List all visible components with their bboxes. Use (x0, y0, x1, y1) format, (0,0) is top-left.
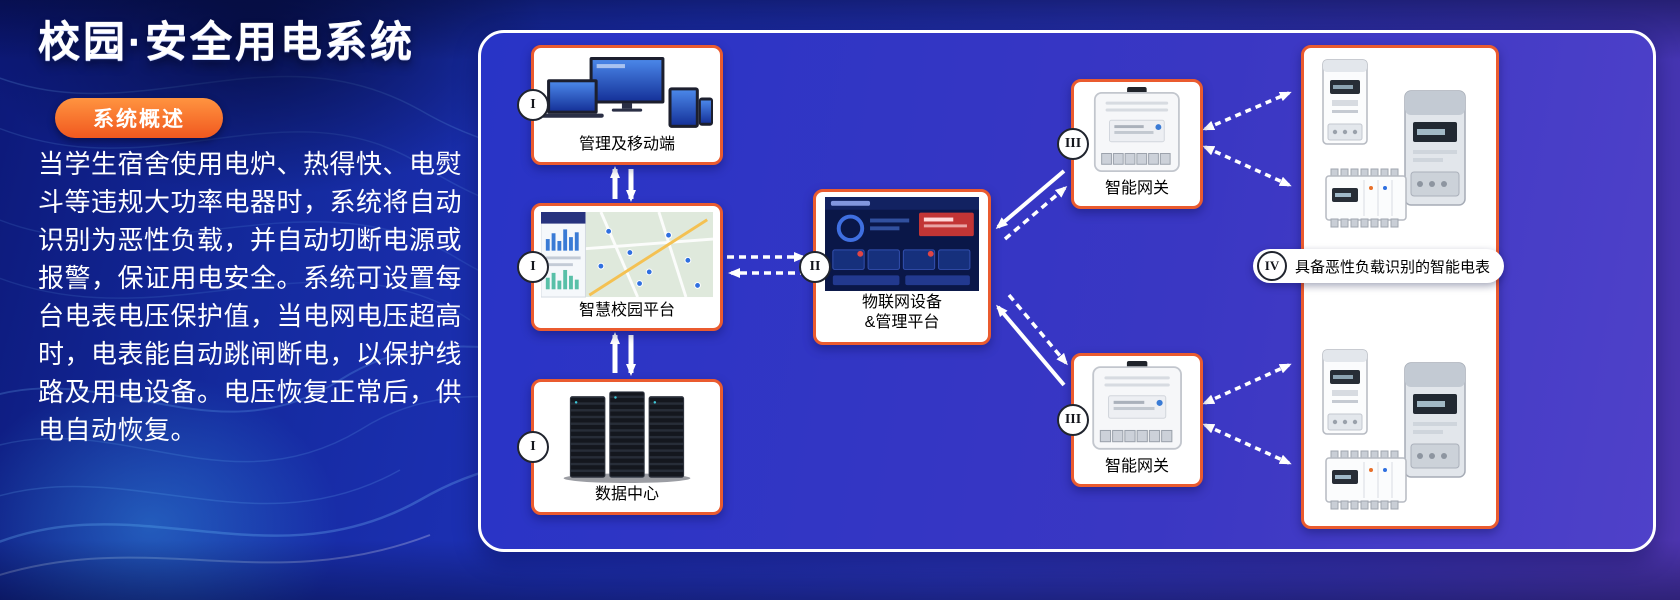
smart-meter-icon (1324, 448, 1408, 512)
node-label-iot-line1: 物联网设备 (861, 294, 942, 311)
diagram-panel: I 管理及移动端 (478, 30, 1656, 552)
page-title: 校园·安全用电系统 (38, 18, 415, 65)
description-text: 当学生宿舍使用电炉、热得快、电熨斗等违规大功率电器时，系统将自动识别为恶性负载，… (38, 150, 463, 445)
numeral-badge-2: I (517, 251, 549, 283)
numeral-badge-3: I (517, 431, 549, 463)
din-rail-gateway-icon (1074, 82, 1200, 177)
node-gateway-bottom: III 智能网关 (1057, 353, 1203, 487)
smart-meter-icon (1324, 166, 1408, 230)
iot-dashboard-icon (816, 192, 988, 291)
numeral-badge-1: I (517, 89, 549, 121)
smart-meter-icon (1320, 58, 1370, 146)
node-iot-platform: II (799, 189, 991, 345)
node-label-iot-line2: &管理平台 (864, 314, 940, 331)
map-dashboard-icon (534, 206, 720, 299)
node-label-platform: 智慧校园平台 (578, 302, 675, 319)
din-rail-gateway-icon (1074, 356, 1200, 455)
server-racks-icon (534, 382, 720, 483)
smart-meter-icon (1402, 88, 1468, 208)
node-label-gateway-top: 智能网关 (1104, 180, 1169, 197)
numeral-badge-7: IV (1257, 251, 1287, 281)
node-gateway-top: III 智能网关 (1057, 79, 1203, 209)
smart-meter-icon (1402, 360, 1468, 480)
node-label-gateway-bottom: 智能网关 (1104, 458, 1169, 475)
meters-caption: IV 具备恶性负载识别的智能电表 (1253, 249, 1505, 283)
node-datacenter: I 数据中心 (517, 379, 723, 515)
node-label-iot: 物联网设备 &管理平台 (860, 291, 944, 342)
overview-badge: 系统概述 (55, 98, 223, 138)
meters-caption-label: 具备恶性负载识别的智能电表 (1295, 258, 1491, 276)
node-label-management: 管理及移动端 (578, 136, 675, 153)
numeral-badge-5: III (1057, 128, 1089, 160)
numeral-badge-6: III (1057, 404, 1089, 436)
node-label-datacenter: 数据中心 (594, 486, 659, 503)
smart-meter-icon (1320, 348, 1370, 436)
node-management-mobile: I 管理及移动端 (517, 45, 723, 165)
node-campus-platform: I (517, 203, 723, 331)
node-smart-meters (1301, 45, 1499, 529)
numeral-badge-4: II (799, 251, 831, 283)
devices-cluster-icon (534, 48, 720, 133)
